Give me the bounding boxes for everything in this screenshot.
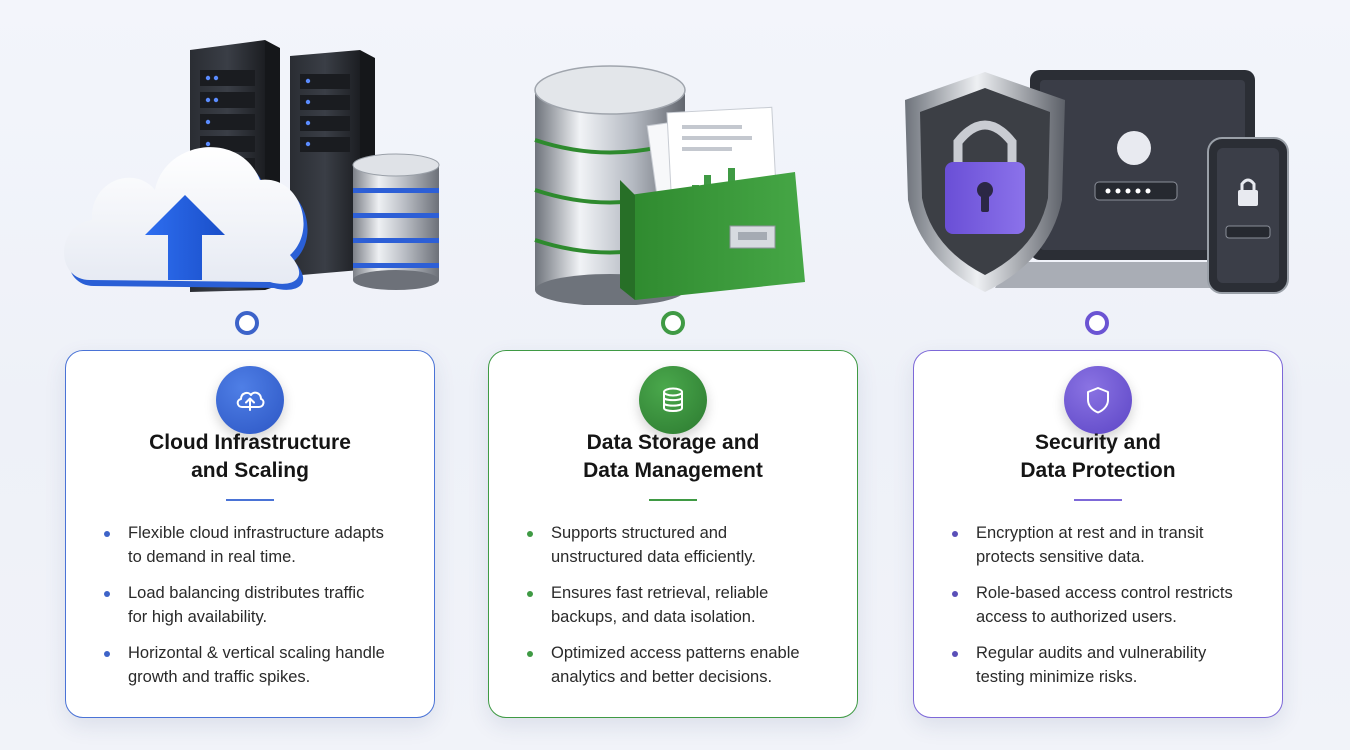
timeline-node-cloud [235, 311, 259, 335]
title-divider [226, 499, 274, 501]
card-title-line: Data Storage and [586, 431, 760, 454]
cloud-servers-illustration-svg [63, 40, 440, 292]
phone-icon [1207, 137, 1289, 294]
bullet-text-line: Optimized access patterns enable [551, 644, 800, 662]
cloud-infrastructure-card: Cloud Infrastructure and Scaling Flexibl… [65, 350, 435, 718]
security-illustration [890, 30, 1290, 305]
timeline-connector [235, 311, 1109, 335]
bullet-text-line: Load balancing distributes traffic [128, 584, 365, 602]
card-title-line: and Scaling [191, 459, 309, 482]
bullet-text-line: backups, and data isolation. [551, 608, 756, 626]
bullet-text-line: unstructured data efficiently. [551, 548, 756, 566]
bullet-text-line: Regular audits and vulnerability [976, 644, 1207, 662]
data-storage-card: Data Storage and Data Management Support… [488, 350, 858, 718]
bullet-text-line: growth and traffic spikes. [128, 668, 311, 686]
bullet-item: Supports structured and unstructured dat… [527, 521, 837, 569]
storage-drum-icon [352, 153, 440, 290]
bullet-list: Flexible cloud infrastructure adapts to … [104, 521, 414, 701]
bullet-item: Encryption at rest and in transit protec… [952, 521, 1262, 569]
card-title-line: Data Management [583, 459, 763, 482]
bullet-item: Optimized access patterns enable analyti… [527, 641, 837, 689]
card-title-line: Data Protection [1020, 459, 1176, 482]
cloud-upload-icon [216, 366, 284, 434]
card-title: Security and Data Protection [914, 429, 1282, 485]
bullet-item: Horizontal & vertical scaling handle gro… [104, 641, 414, 689]
cloud-servers-illustration [50, 30, 450, 305]
timeline-node-security [1085, 311, 1109, 335]
shield-icon [1064, 366, 1132, 434]
bullet-text-line: Encryption at rest and in transit [976, 524, 1204, 542]
title-divider [649, 499, 697, 501]
card-title: Data Storage and Data Management [489, 429, 857, 485]
title-divider [1074, 499, 1122, 501]
card-title-line: Cloud Infrastructure [149, 431, 351, 454]
bullet-item: Regular audits and vulnerability testing… [952, 641, 1262, 689]
file-drawer-icon [620, 172, 805, 300]
bullet-text-line: access to authorized users. [976, 608, 1177, 626]
bullet-item: Load balancing distributes traffic for h… [104, 581, 414, 629]
bullet-text-line: Flexible cloud infrastructure adapts [128, 524, 384, 542]
bullet-text-line: to demand in real time. [128, 548, 296, 566]
bullet-list: Supports structured and unstructured dat… [527, 521, 837, 701]
bullet-text-line: testing minimize risks. [976, 668, 1138, 686]
bullet-item: Flexible cloud infrastructure adapts to … [104, 521, 414, 569]
card-title-line: Security and [1034, 431, 1162, 454]
bullet-text-line: Supports structured and [551, 524, 728, 542]
bullet-text-line: analytics and better decisions. [551, 668, 773, 686]
data-storage-illustration-svg [534, 65, 805, 305]
bullet-item: Role-based access control restricts acce… [952, 581, 1262, 629]
data-storage-illustration [470, 30, 870, 305]
upload-arrow-icon [145, 195, 225, 280]
bullet-text-line: Role-based access control restricts [976, 584, 1233, 602]
shield-lock-icon [905, 72, 1065, 292]
bullet-item: Ensures fast retrieval, reliable backups… [527, 581, 837, 629]
bullet-text-line: protects sensitive data. [976, 548, 1145, 566]
timeline-node-storage [661, 311, 685, 335]
security-illustration-svg [905, 70, 1289, 294]
bullet-list: Encryption at rest and in transit protec… [952, 521, 1262, 701]
bullet-text-line: Horizontal & vertical scaling handle [128, 644, 385, 662]
security-card: Security and Data Protection Encryption … [913, 350, 1283, 718]
database-icon [639, 366, 707, 434]
bullet-text-line: for high availability. [128, 608, 268, 626]
bullet-text-line: Ensures fast retrieval, reliable [551, 584, 769, 602]
card-title: Cloud Infrastructure and Scaling [66, 429, 434, 485]
